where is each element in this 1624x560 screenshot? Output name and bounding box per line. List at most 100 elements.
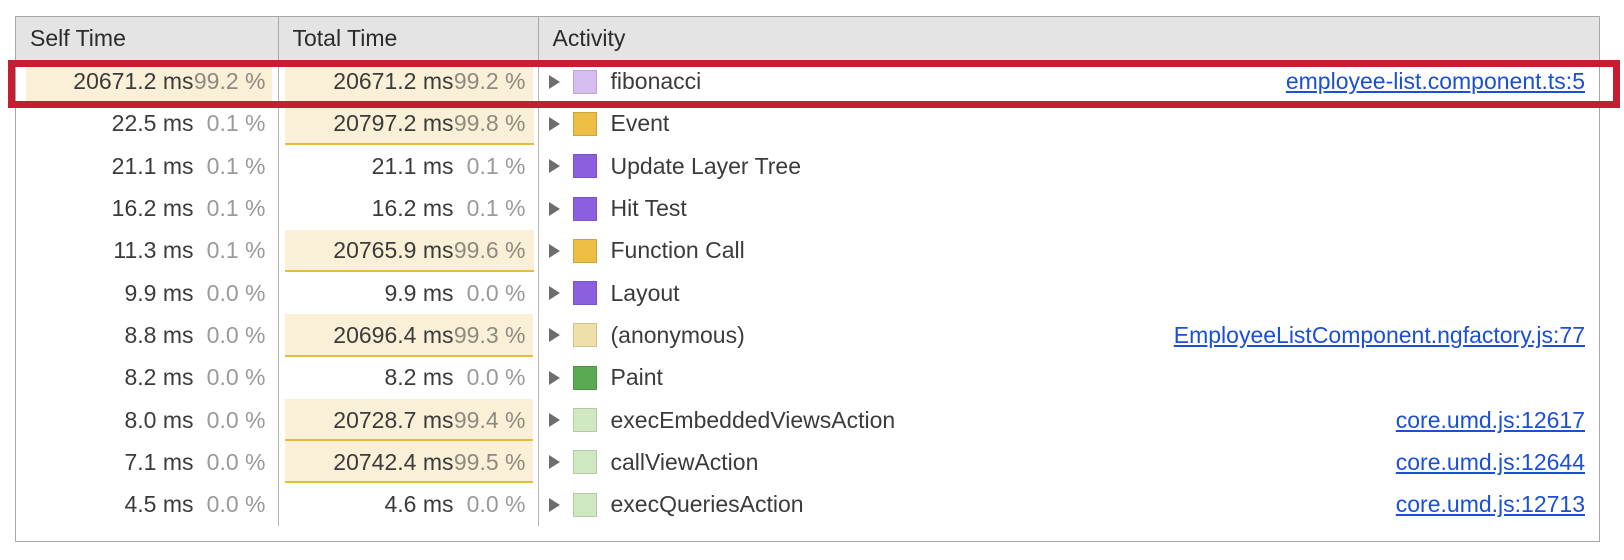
self-time-ms: 20671.2 ms: [73, 68, 194, 95]
self-time-bar-cell: 22.5 ms 0.1 %: [16, 103, 278, 145]
total-time-bar: [284, 229, 534, 272]
source-location-link[interactable]: employee-list.component.ts:5: [1285, 68, 1585, 95]
source-location-link[interactable]: core.umd.js:12713: [1395, 491, 1585, 518]
source-location-link[interactable]: EmployeeListComponent.ngfactory.js:77: [1173, 321, 1585, 348]
self-time-percent: 0.0 %: [206, 406, 266, 433]
self-time-bar-cell: 7.1 ms 0.0 %: [16, 441, 278, 483]
self-time-percent: 0.0 %: [206, 279, 266, 306]
self-time-ms: 21.1 ms: [111, 152, 194, 179]
activity-row-content: (anonymous)EmployeeListComponent.ngfacto…: [539, 314, 1600, 356]
total-time-ms: 16.2 ms: [371, 195, 454, 222]
triangle-right-icon[interactable]: [548, 370, 560, 385]
triangle-right-icon[interactable]: [548, 286, 560, 301]
activity-name: Function Call: [610, 237, 745, 264]
activity-row-content: Function Call: [539, 230, 1600, 272]
total-time-ms: 8.2 ms: [384, 364, 454, 391]
total-time-bar: [284, 398, 533, 442]
self-time-percent: 0.0 %: [206, 321, 266, 348]
activity-color-swatch: [572, 111, 597, 136]
total-time-ms: 20728.7 ms: [333, 406, 454, 433]
column-header-self-time[interactable]: Self Time: [16, 17, 279, 61]
activity-color-swatch: [572, 450, 597, 475]
triangle-right-icon[interactable]: [548, 116, 560, 131]
cell-activity: Function Call: [538, 230, 1599, 272]
triangle-right-icon[interactable]: [548, 74, 560, 89]
column-header-total-time[interactable]: Total Time: [278, 17, 539, 61]
activity-color-swatch: [572, 281, 597, 306]
self-time-ms: 22.5 ms: [111, 110, 194, 137]
source-location-link[interactable]: core.umd.js:12644: [1395, 448, 1585, 475]
total-time-bar: [284, 60, 533, 103]
triangle-right-icon[interactable]: [548, 243, 560, 258]
column-header-activity[interactable]: Activity: [538, 17, 1599, 61]
total-time-bar: [284, 441, 534, 484]
self-time-text: 7.1 ms 0.0 %: [16, 441, 278, 483]
total-time-ms: 21.1 ms: [371, 152, 454, 179]
triangle-right-icon[interactable]: [548, 413, 560, 428]
self-time-percent: 0.0 %: [206, 364, 266, 391]
activity-name: Hit Test: [610, 195, 687, 222]
cell-self-time: 7.1 ms 0.0 %: [16, 441, 279, 484]
triangle-right-icon[interactable]: [548, 497, 560, 512]
activity-name: Layout: [610, 279, 680, 306]
source-location-link[interactable]: core.umd.js:12617: [1395, 406, 1585, 433]
triangle-right-icon[interactable]: [548, 201, 560, 216]
activity-name: Event: [610, 110, 670, 137]
total-time-percent: 99.8 %: [453, 110, 526, 137]
activity-color-swatch: [572, 154, 597, 179]
triangle-right-icon[interactable]: [548, 455, 560, 470]
activity-table-panel: Self Time Total Time Activity 20671.2 ms…: [15, 16, 1600, 542]
self-time-percent: 0.0 %: [206, 448, 266, 475]
header-row: Self Time Total Time Activity: [16, 17, 1599, 61]
self-time-ms: 7.1 ms: [124, 448, 194, 475]
total-time-percent: 0.0 %: [466, 491, 526, 518]
triangle-right-icon[interactable]: [548, 328, 560, 343]
self-time-percent: 0.1 %: [206, 110, 266, 137]
total-time-ms: 20671.2 ms: [333, 68, 454, 95]
activity-color-swatch: [572, 323, 597, 348]
triangle-right-icon[interactable]: [548, 159, 560, 174]
cell-activity: Event: [538, 103, 1599, 145]
